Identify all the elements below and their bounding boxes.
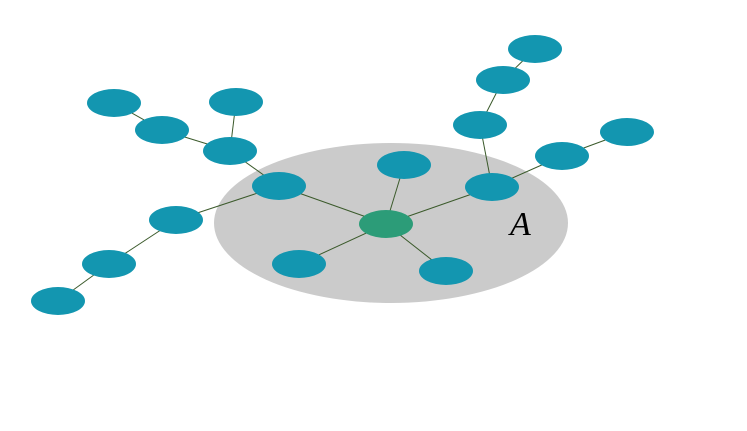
- node-left-3: [31, 287, 85, 315]
- node-right-inner: [465, 173, 519, 201]
- region-label: A: [508, 206, 531, 243]
- node-bottom-right: [419, 257, 473, 285]
- node-right-2: [600, 118, 654, 146]
- node-right-1: [535, 142, 589, 170]
- node-upleft-hub: [203, 137, 257, 165]
- node-upright-2: [476, 66, 530, 94]
- node-top-inner: [377, 151, 431, 179]
- node-left-2: [82, 250, 136, 278]
- node-left-inner: [252, 172, 306, 200]
- nodes: [31, 35, 654, 315]
- node-upleft-mid: [135, 116, 189, 144]
- node-upleft-top: [209, 88, 263, 116]
- node-center: [359, 210, 413, 238]
- node-upright-3: [508, 35, 562, 63]
- node-upright-1: [453, 111, 507, 139]
- node-upleft-far: [87, 89, 141, 117]
- node-bottom-left: [272, 250, 326, 278]
- node-left-1: [149, 206, 203, 234]
